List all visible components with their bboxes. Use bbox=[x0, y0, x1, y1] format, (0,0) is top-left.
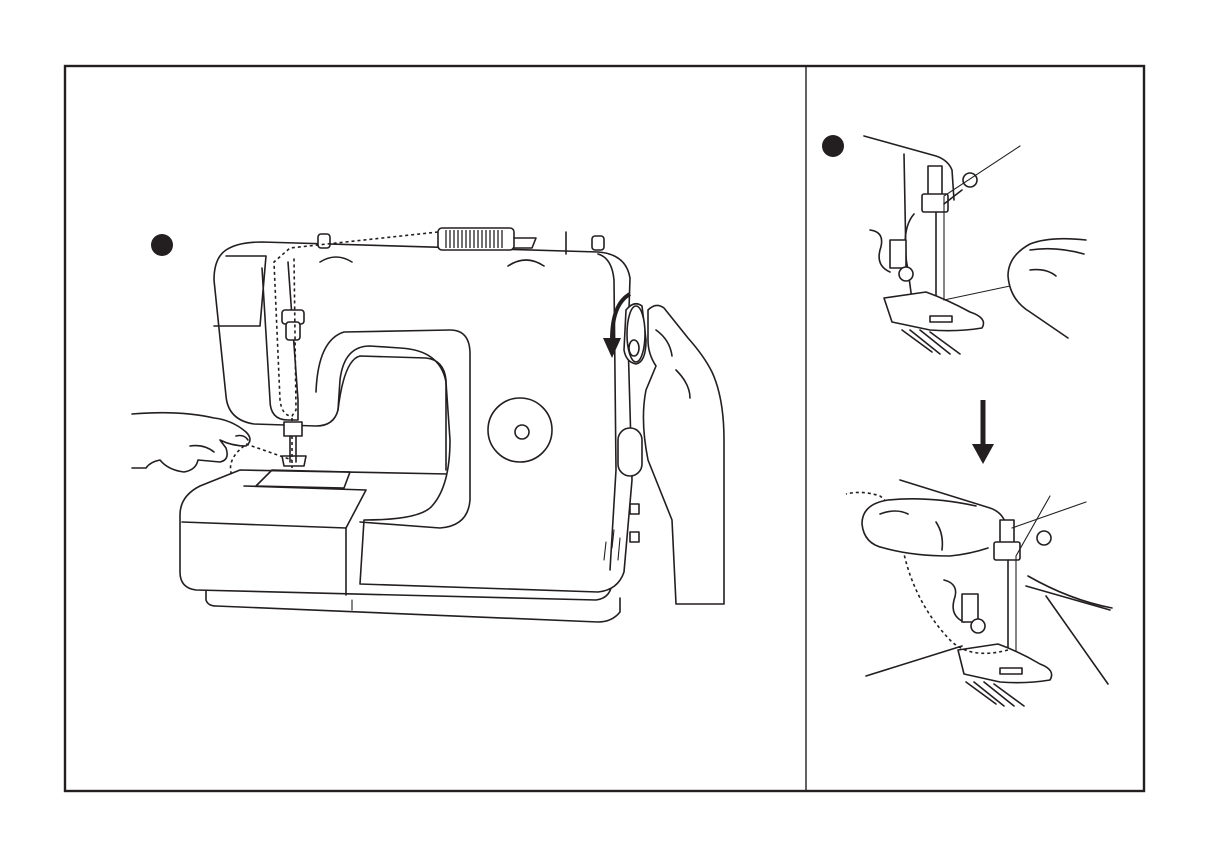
presser-foot-bottom bbox=[958, 644, 1052, 683]
needle-top bbox=[936, 212, 940, 308]
needle-bar-bottom bbox=[1000, 520, 1014, 544]
foot-screw-top bbox=[899, 267, 913, 281]
hand-bottom bbox=[862, 499, 988, 556]
left-hand bbox=[132, 413, 250, 472]
bed-left-edge bbox=[866, 646, 962, 676]
needle-assembly bbox=[282, 422, 306, 466]
thread-guide-line-bottom bbox=[1012, 502, 1086, 528]
side-button-1 bbox=[630, 504, 639, 514]
foot-lever-bottom bbox=[944, 580, 964, 622]
foot-lever-top bbox=[870, 230, 890, 272]
needle-bottom bbox=[1008, 560, 1012, 662]
panel-detail-bottom bbox=[846, 480, 1112, 706]
step-dot-icon bbox=[151, 234, 173, 256]
thread-guide-knob-bottom bbox=[1037, 531, 1051, 545]
feed-dogs-top bbox=[902, 330, 960, 354]
fingers-top bbox=[1008, 239, 1086, 338]
thread-spool bbox=[438, 228, 536, 250]
arm-opening-inner bbox=[338, 356, 446, 470]
thread-bottom-line bbox=[1016, 496, 1050, 652]
held-thread bbox=[246, 444, 292, 460]
foot-shank-top bbox=[890, 240, 906, 268]
back-hand-bottom bbox=[1028, 576, 1112, 608]
arrow-down-icon bbox=[972, 400, 994, 464]
right-hand bbox=[643, 305, 724, 604]
bobbin-winder bbox=[592, 236, 604, 250]
foot-shank-bottom bbox=[962, 594, 978, 622]
needle-bar-top bbox=[928, 166, 942, 196]
feed-dogs-bottom bbox=[966, 682, 1024, 706]
pattern-dial-center bbox=[515, 425, 529, 439]
step-dot-icon bbox=[822, 135, 844, 157]
panel-main bbox=[132, 228, 724, 622]
presser-foot-top bbox=[884, 292, 984, 331]
spool-pin-left bbox=[318, 234, 330, 248]
take-up-lever-knob bbox=[286, 322, 300, 340]
side-button-2 bbox=[630, 532, 639, 542]
bed-edge-bottom bbox=[1046, 596, 1108, 684]
bed-surface-bottom bbox=[1026, 586, 1110, 610]
handwheel-hub bbox=[629, 340, 639, 356]
panel-detail-top bbox=[822, 135, 1086, 354]
side-dial bbox=[618, 428, 642, 476]
foot-screw-bottom bbox=[971, 619, 985, 633]
